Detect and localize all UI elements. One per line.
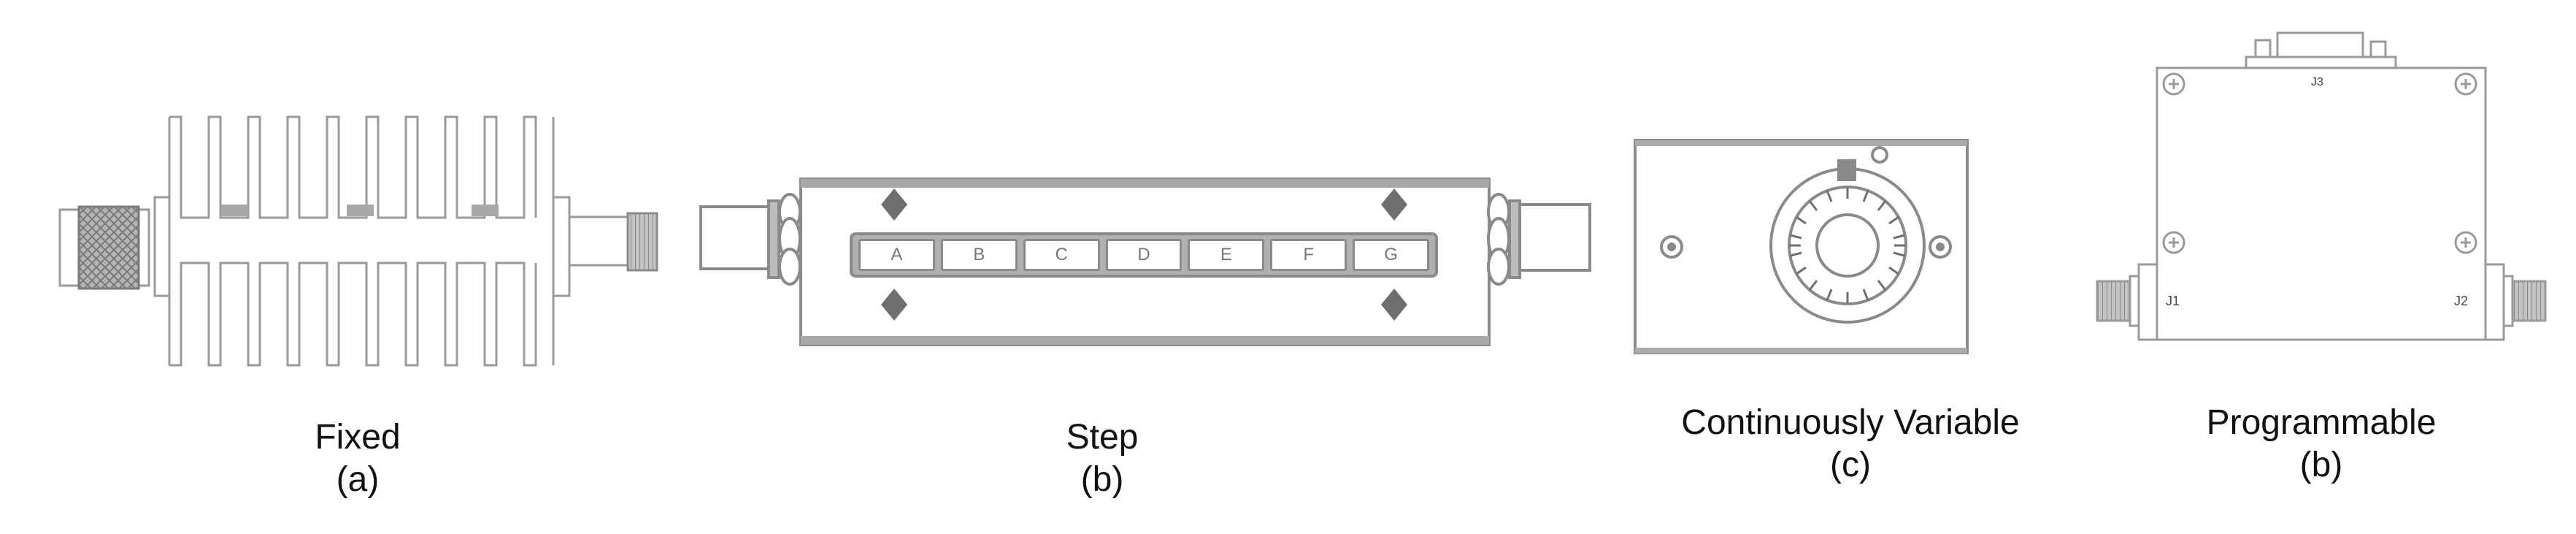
caption-tag: (a) xyxy=(336,460,380,499)
step-button-g[interactable]: G xyxy=(1353,239,1430,271)
screw-icon xyxy=(2454,231,2477,254)
connector-label-j2: J2 xyxy=(2454,294,2469,308)
knurled-nut-icon xyxy=(77,205,140,290)
screw-icon xyxy=(1660,235,1683,259)
screw-icon xyxy=(2162,231,2185,254)
heatsink-bottom-fins xyxy=(169,262,537,367)
caption-tag: (c) xyxy=(1830,446,1871,484)
dsub-connector-icon xyxy=(2245,31,2397,69)
attenuation-dial-icon xyxy=(1769,146,1926,324)
caption-continuously-variable: Continuously Variable (c) xyxy=(1617,402,2084,487)
fixed-attenuator-drawing xyxy=(58,115,658,367)
fixed-right-flange xyxy=(552,196,571,297)
step-button-c[interactable]: C xyxy=(1023,239,1100,271)
programmable-attenuator-drawing xyxy=(2096,31,2547,341)
step-button-a[interactable]: A xyxy=(858,239,935,271)
caption-name: Step xyxy=(1066,418,1139,457)
caption-programmable: Programmable (b) xyxy=(2175,402,2467,487)
connector-label-j3: J3 xyxy=(2311,76,2323,88)
screw-icon xyxy=(2454,72,2477,96)
caption-name: Programmable xyxy=(2206,403,2437,442)
mount-marks xyxy=(881,188,1407,321)
fixed-right-connector xyxy=(626,212,658,272)
step-button-d[interactable]: D xyxy=(1105,239,1183,271)
screw-icon xyxy=(1929,235,1952,259)
caption-name: Fixed xyxy=(315,418,401,457)
connector-label-j1: J1 xyxy=(2166,294,2180,308)
screw-icon xyxy=(2162,72,2185,96)
step-button-f[interactable]: F xyxy=(1270,239,1347,271)
programmable-body xyxy=(2156,66,2487,341)
caption-name: Continuously Variable xyxy=(1681,403,2020,442)
caption-tag: (b) xyxy=(2299,446,2343,484)
caption-fixed: Fixed (a) xyxy=(285,416,431,501)
step-button-b[interactable]: B xyxy=(940,239,1018,271)
step-right-connector xyxy=(1518,203,1591,272)
sma-left-connector-icon xyxy=(2096,263,2158,341)
caption-tag: (b) xyxy=(1080,460,1124,499)
step-left-connector xyxy=(699,205,770,270)
fixed-left-flange xyxy=(153,196,171,297)
continuously-variable-attenuator-drawing xyxy=(1634,139,1969,354)
step-button-e[interactable]: E xyxy=(1188,239,1265,271)
caption-step: Step (b) xyxy=(1029,416,1175,501)
sma-right-connector-icon xyxy=(2484,263,2547,341)
heatsink-top-fins xyxy=(169,115,537,219)
step-switch-buttons: A B C D E F G xyxy=(858,239,1430,271)
